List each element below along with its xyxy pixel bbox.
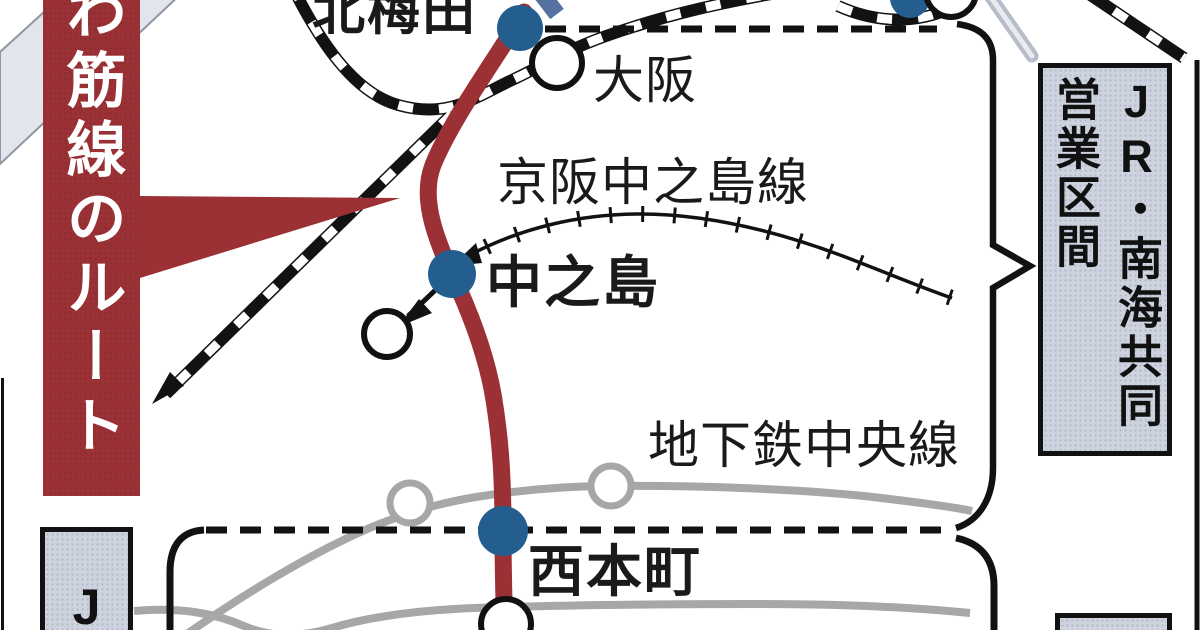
osaka-circle [529,35,585,91]
subway-gray-lines [133,481,973,630]
title-banner-text: わ筋線のルート [58,0,125,463]
jr-nankai-line1: JR・南海共同 [1111,76,1162,431]
section-dashed-lines [206,25,952,534]
kitaumeda-dot [497,5,543,51]
naniwasuji-route [140,3,533,630]
hatched-line-tip [152,372,184,404]
label-nishihonmachi: 西本町 [528,540,702,603]
nakanoshima-dot [428,250,476,298]
jr-nankai-section-text: JR・南海共同 営業区間 [1043,68,1167,451]
label-nakanoshima: 中之島 [486,251,660,314]
route-callout-wedge [140,196,400,278]
label-osaka: 大阪 [593,52,698,109]
title-banner: わ筋線のルート [43,0,140,496]
top-right-dot [890,0,930,18]
label-subway-chuo-line: 地下鉄中央線 [648,417,961,474]
lower-section-frame [1,60,1200,630]
label-kitaumeda: 北梅田 [312,0,477,41]
jr-nankai-line2: 営業区間 [1049,76,1100,272]
section-brace [954,20,1037,532]
jr-nankai-section-box: JR・南海共同 営業区間 [1038,63,1172,456]
chuo-line-circle-2 [587,462,635,510]
bottom-station-circle [478,596,534,630]
blue-line-stub [535,0,564,20]
top-right-circle [924,0,978,20]
chuo-line-circle-1 [386,479,434,527]
jr-hatched-lines [152,0,1188,404]
j-label-box: J [40,527,133,630]
subway-lower-line-path [133,599,971,630]
nakanoshima-west-circle [361,308,413,360]
top-right-ribbon [984,0,1039,63]
nishihonmachi-dot [478,506,528,556]
stations-layer [361,0,978,630]
label-keihan-nakanoshima-line: 京阪中之島線 [497,154,810,211]
bottom-right-partial-box [1055,613,1172,630]
subway-chuo-line-path [185,481,973,630]
j-label-text: J [72,579,101,630]
